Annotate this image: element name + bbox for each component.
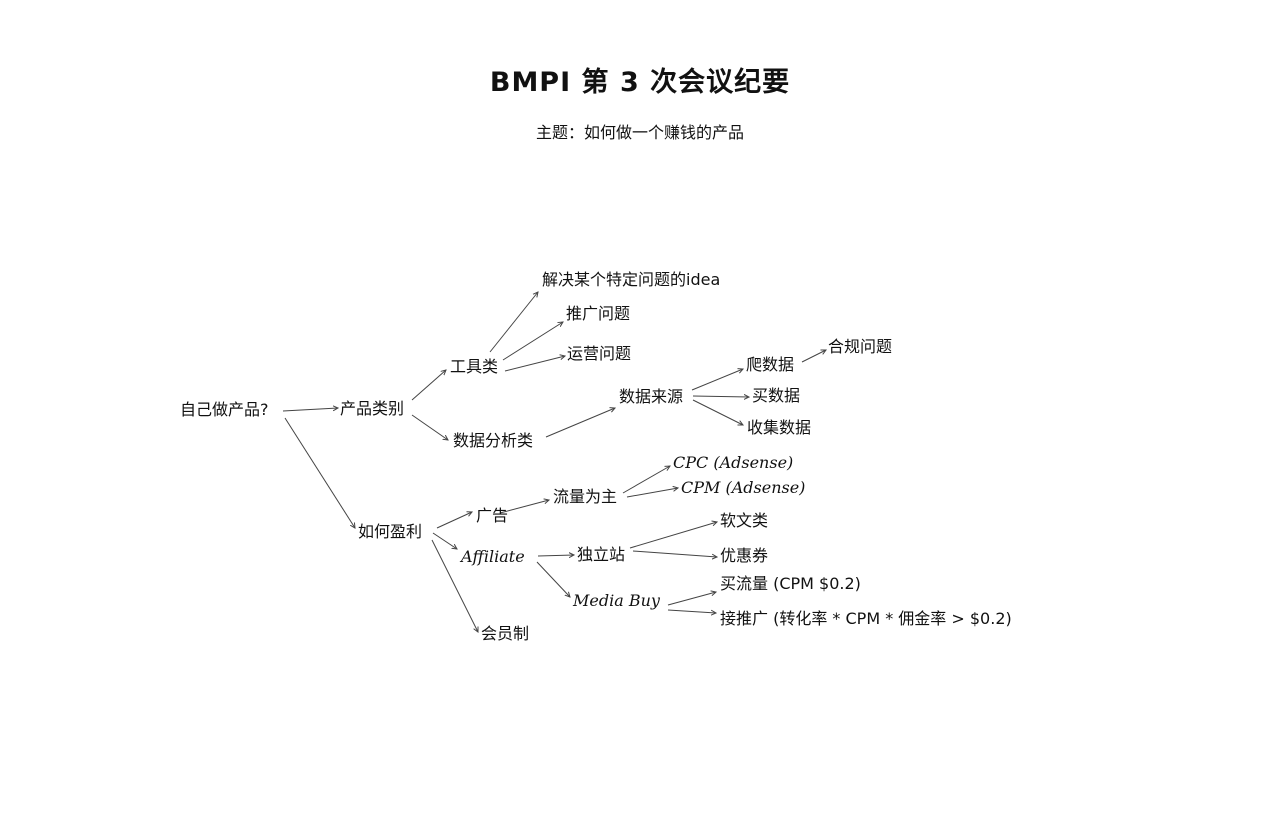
node-buy-traffic: 买流量 (CPM $0.2) [720, 574, 861, 593]
node-data-source: 数据来源 [619, 387, 684, 406]
edge-traffic-cpc [622, 466, 670, 494]
edge-affiliate-site [537, 555, 574, 556]
node-coupon: 优惠券 [720, 546, 769, 565]
node-root: 自己做产品? [180, 400, 269, 419]
page-subtitle: 主题：如何做一个赚钱的产品 [535, 123, 744, 142]
edge-source-collect [692, 399, 743, 425]
node-buy-data: 买数据 [752, 386, 801, 405]
node-categories: 产品类别 [340, 399, 405, 418]
edge-tools-operation [504, 356, 565, 372]
node-operation-problem: 运营问题 [567, 344, 632, 363]
node-tools: 工具类 [450, 357, 499, 376]
node-standalone-site: 独立站 [577, 545, 626, 564]
edge-ads-traffic [499, 500, 549, 514]
node-affiliate: Affiliate [461, 547, 525, 566]
edge-mediabuy-buytraffic [667, 592, 716, 606]
edge-analysis-source [545, 408, 615, 438]
edge-tools-idea [489, 292, 538, 353]
node-take-promotion: 接推广 (转化率 * CPM * 佣金率 > $0.2) [720, 609, 1012, 628]
node-traffic-based: 流量为主 [553, 487, 618, 506]
edge-site-coupon [632, 550, 717, 557]
edge-site-advertorial [629, 522, 717, 549]
edge-tools-promotion [502, 322, 563, 361]
edge-source-buy [692, 396, 749, 397]
node-compliance: 合规问题 [828, 337, 893, 356]
edge-mediabuy-promotion [667, 609, 716, 613]
edge-monetize-membership [431, 539, 478, 632]
node-media-buy: Media Buy [573, 591, 660, 610]
edge-source-crawl [691, 369, 743, 391]
node-promotion-problem: 推广问题 [566, 304, 631, 323]
node-monetize: 如何盈利 [358, 522, 423, 541]
node-membership: 会员制 [481, 624, 530, 643]
node-cpm: CPM (Adsense) [681, 478, 806, 497]
node-cpc: CPC (Adsense) [673, 453, 794, 472]
edge-traffic-cpm [626, 488, 678, 498]
page-title: BMPI 第 3 次会议纪要 [489, 67, 791, 98]
edge-monetize-ads [436, 512, 472, 529]
node-data-analysis: 数据分析类 [453, 431, 534, 450]
node-idea: 解决某个特定问题的idea [542, 270, 721, 289]
node-ads: 广告 [476, 506, 509, 525]
edge-root-monetize [284, 417, 355, 528]
edge-categories-tools [411, 370, 446, 401]
node-advertorial: 软文类 [720, 511, 769, 530]
edge-monetize-affiliate [432, 532, 457, 549]
node-crawl-data: 爬数据 [746, 355, 795, 374]
node-collect-data: 收集数据 [747, 418, 812, 437]
edge-crawl-compliance [801, 350, 826, 363]
edge-affiliate-mediabuy [536, 561, 570, 597]
edge-root-categories [282, 408, 338, 412]
edge-categories-data-analysis [411, 414, 448, 440]
